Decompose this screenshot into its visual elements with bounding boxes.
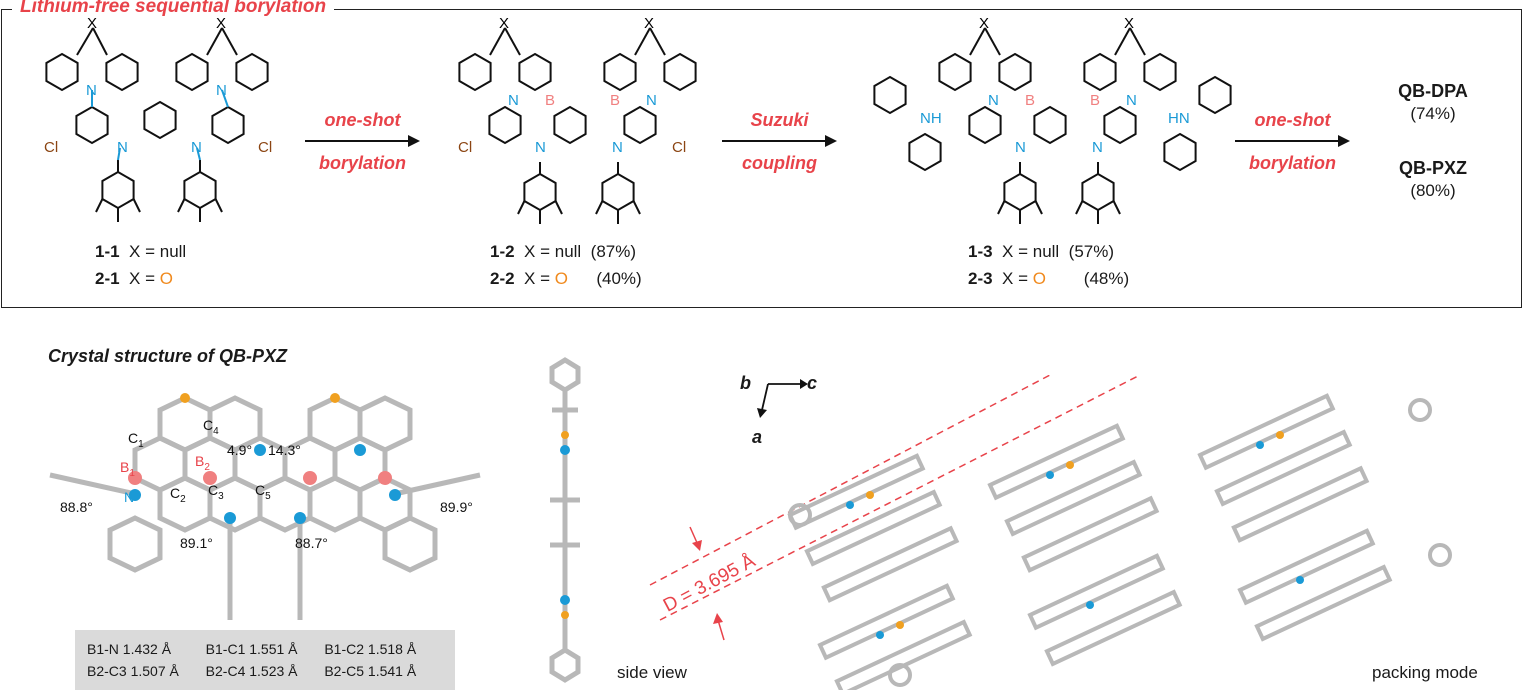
b-label: B <box>1090 92 1100 109</box>
packing-mode-caption: packing mode <box>1372 663 1478 682</box>
product-yield: (74%) <box>1410 104 1456 123</box>
scheme-box <box>1 9 1522 308</box>
bond-cell: B2-C4 1.523 Å <box>205 663 298 679</box>
product-name: QB-PXZ <box>1398 158 1467 178</box>
n-label: N <box>191 139 202 156</box>
cl-label: Cl <box>44 139 58 156</box>
x-label: X <box>979 15 989 32</box>
n-label: N <box>988 92 999 109</box>
hn-label: HN <box>1168 110 1190 127</box>
angle-label: 88.8° <box>60 499 93 515</box>
b-label: B <box>610 92 620 109</box>
atom-label-b2: B2 <box>195 453 210 473</box>
cl-label: Cl <box>458 139 472 156</box>
arrow-1-bottom-label: borylation <box>318 153 406 173</box>
x-label: X <box>644 15 654 32</box>
bond-cell: B2-C5 1.541 Å <box>324 663 417 679</box>
bond-cell: B1-C1 1.551 Å <box>205 641 298 657</box>
arrow-3-top-label: one-shot <box>1254 110 1331 130</box>
bond-cell: B2-C3 1.507 Å <box>87 663 179 679</box>
arrow-3-head <box>1338 135 1350 147</box>
arrow-3-bottom-label: borylation <box>1248 153 1336 173</box>
x-label: X <box>499 15 509 32</box>
compound-1-structure <box>45 27 269 222</box>
compound-2-atom-labels: X X N N B B N N Cl Cl <box>458 15 686 156</box>
n-label: N <box>612 139 623 156</box>
compound-3-structure <box>873 27 1232 224</box>
n-label: N <box>1092 139 1103 156</box>
axis-a-label: a <box>752 427 763 447</box>
bond-length-table: B1-N 1.432 Å B1-C1 1.551 Å B1-C2 1.518 Å… <box>75 630 455 690</box>
compound-label-1-2: 1-2 X = null (87%) <box>490 242 637 261</box>
scheme-structures: X X N N N N Cl Cl X X N N B B N N Cl Cl X X N N B B … <box>44 15 1232 310</box>
product-qb-dpa: QB-DPA (74%) <box>1378 80 1488 125</box>
angle-label: 89.9° <box>440 499 473 515</box>
atom-label-n: N <box>124 489 134 505</box>
nh-label: NH <box>920 110 942 127</box>
bond-row: B1-N 1.432 Å B1-C1 1.551 Å B1-C2 1.518 Å <box>87 638 443 660</box>
bond-cell: B1-C2 1.518 Å <box>324 641 417 657</box>
compound-label-1-3: 1-3 X = null (57%) <box>968 242 1115 261</box>
n-label: N <box>86 82 97 99</box>
axis-arrows <box>757 379 808 418</box>
crystal-molecule: C1 C4 B1 B2 N C2 C3 C5 4.9° 14.3° 88.8° … <box>49 393 481 620</box>
b-label: B <box>1025 92 1035 109</box>
n-label: N <box>117 139 128 156</box>
arrow-2-head <box>825 135 837 147</box>
compound-label-2-3: 2-3 X = O (48%) <box>968 269 1130 288</box>
n-label: N <box>508 92 519 109</box>
x-label: X <box>216 15 226 32</box>
angle-label: 88.7° <box>295 535 328 551</box>
compound-label-2-1: 2-1 X = O <box>95 269 173 288</box>
bond-row: B2-C3 1.507 Å B2-C4 1.523 Å B2-C5 1.541 … <box>87 660 443 682</box>
compound-2-structure <box>458 27 697 224</box>
n-label: N <box>216 82 227 99</box>
compound-3-atom-labels: X X N N B B N N NH HN <box>920 15 1190 156</box>
arrow-2-bottom-label: coupling <box>742 153 817 173</box>
n-label: N <box>1015 139 1026 156</box>
product-yield: (80%) <box>1410 181 1456 200</box>
arrow-1-top-label: one-shot <box>324 110 401 130</box>
bond-cell: B1-N 1.432 Å <box>87 641 172 657</box>
packing-diagram <box>649 375 1452 690</box>
x-label: X <box>87 15 97 32</box>
arrow-2 <box>722 140 827 142</box>
n-label: N <box>535 139 546 156</box>
arrow-2-top-label: Suzuki <box>750 110 809 130</box>
compound-label-2-2: 2-2 X = O (40%) <box>490 269 642 288</box>
arrow-1 <box>305 140 410 142</box>
angle-label: 89.1° <box>180 535 213 551</box>
arrow-3 <box>1235 140 1340 142</box>
compound-1-atom-labels: X X N N N N Cl Cl <box>44 15 272 156</box>
arrow-1-head <box>408 135 420 147</box>
n-label: N <box>646 92 657 109</box>
cl-label: Cl <box>258 139 272 156</box>
x-label: X <box>1124 15 1134 32</box>
compound-label-1-1: 1-1 X = null <box>95 242 187 261</box>
atom-label-c2: C2 <box>170 485 186 505</box>
side-view-caption: side view <box>617 663 687 682</box>
axis-c-label: c <box>807 373 818 393</box>
angle-label: 14.3° <box>268 442 301 458</box>
n-label: N <box>1126 92 1137 109</box>
product-name: QB-DPA <box>1398 81 1468 101</box>
product-qb-pxz: QB-PXZ (80%) <box>1378 157 1488 202</box>
crystal-title: Crystal structure of QB-PXZ <box>48 346 288 366</box>
angle-label: 4.9° <box>227 442 252 458</box>
b-label: B <box>545 92 555 109</box>
axis-b-label: b <box>740 373 751 393</box>
side-view-molecule <box>549 357 581 683</box>
cl-label: Cl <box>672 139 686 156</box>
scheme-title: Lithium-free sequential borylation <box>12 0 335 18</box>
